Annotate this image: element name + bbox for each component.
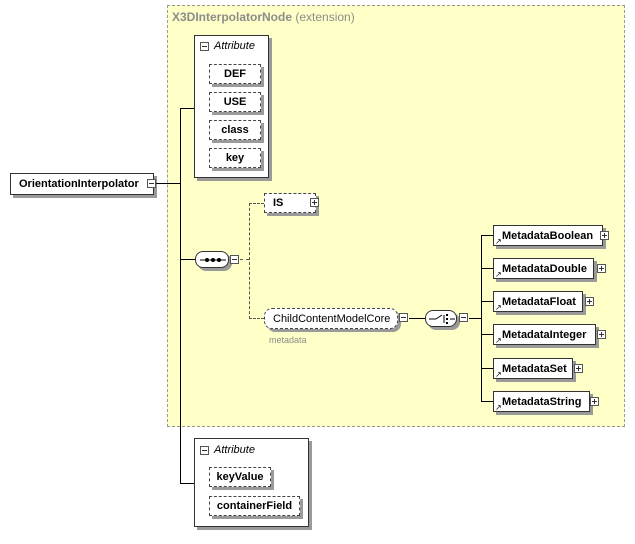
metadata-choice-label: MetadataString <box>502 395 582 408</box>
connector <box>180 108 195 109</box>
connector <box>180 108 181 484</box>
choice-compositor[interactable] <box>425 310 457 327</box>
sequence-icon <box>200 258 226 262</box>
attribute-item[interactable]: class <box>209 120 261 140</box>
connector <box>409 318 425 319</box>
connector <box>481 368 493 369</box>
root-element-label: OrientationInterpolator <box>19 178 139 190</box>
attribute-item-label: key <box>225 152 245 164</box>
expand-toggle-icon[interactable] <box>597 264 606 273</box>
connector <box>469 318 481 319</box>
connector <box>481 268 493 269</box>
attribute-group-header: Attribute <box>214 444 255 456</box>
attribute-item-label: containerField <box>216 500 293 512</box>
attribute-item[interactable]: USE <box>209 92 261 112</box>
reference-arrow-icon: ↗ <box>495 336 502 345</box>
expand-toggle-icon[interactable] <box>600 231 609 240</box>
attribute-item[interactable]: keyValue <box>209 467 271 487</box>
collapse-toggle-icon[interactable] <box>230 255 239 264</box>
connector <box>481 235 493 236</box>
connector <box>249 318 264 319</box>
attribute-item[interactable]: key <box>209 148 261 168</box>
connector <box>481 334 493 335</box>
metadata-choice-item[interactable]: MetadataInteger <box>493 324 596 345</box>
child-content-sublabel: metadata <box>269 335 307 345</box>
metadata-choice-label: MetadataFloat <box>502 295 576 308</box>
attribute-item[interactable]: DEF <box>209 64 261 84</box>
metadata-choice-label: MetadataDouble <box>502 262 587 275</box>
connector <box>156 183 180 184</box>
expand-toggle-icon[interactable] <box>597 330 606 339</box>
attribute-item-label: class <box>221 124 249 136</box>
connector <box>240 259 249 260</box>
child-content-group[interactable]: ChildContentModelCore <box>264 308 398 329</box>
root-element[interactable]: OrientationInterpolator <box>10 173 154 195</box>
metadata-choice-item[interactable]: MetadataBoolean <box>493 225 603 246</box>
metadata-choice-label: MetadataSet <box>502 362 567 375</box>
reference-arrow-icon: ↗ <box>495 370 502 379</box>
reference-arrow-icon: ↗ <box>495 237 502 246</box>
reference-arrow-icon: ↗ <box>495 303 502 312</box>
is-element-label: IS <box>273 197 284 209</box>
reference-arrow-icon: ↗ <box>495 270 502 279</box>
connector <box>481 301 493 302</box>
expand-toggle-icon[interactable] <box>585 297 594 306</box>
is-element[interactable]: IS <box>264 193 316 213</box>
attribute-item[interactable]: containerField <box>209 496 300 516</box>
choice-icon <box>429 314 455 324</box>
metadata-choice-label: MetadataInteger <box>502 328 587 341</box>
attribute-item-label: DEF <box>224 68 246 80</box>
collapse-toggle-icon[interactable] <box>147 179 156 188</box>
attribute-group-header: Attribute <box>214 40 255 52</box>
collapse-toggle-icon[interactable] <box>399 313 408 322</box>
connector <box>249 203 264 204</box>
reference-arrow-icon: ↗ <box>495 403 502 412</box>
metadata-choice-label: MetadataBoolean <box>502 229 594 242</box>
collapse-toggle-icon[interactable] <box>200 446 209 455</box>
connector <box>180 259 195 260</box>
metadata-choice-item[interactable]: MetadataDouble <box>493 258 594 279</box>
expand-toggle-icon[interactable] <box>590 397 599 406</box>
collapse-toggle-icon[interactable] <box>459 313 468 322</box>
child-content-label: ChildContentModelCore <box>273 312 391 325</box>
metadata-choice-item[interactable]: MetadataSet <box>493 358 573 379</box>
connector <box>481 401 493 402</box>
collapse-toggle-icon[interactable] <box>200 42 209 51</box>
extension-title: X3DInterpolatorNode (extension) <box>172 10 355 24</box>
sequence-compositor[interactable] <box>195 251 229 268</box>
connector <box>481 235 482 402</box>
attribute-item-label: keyValue <box>216 471 264 483</box>
expand-toggle-icon[interactable] <box>310 198 319 207</box>
attribute-item-label: USE <box>223 96 247 108</box>
metadata-choice-item[interactable]: MetadataFloat <box>493 291 583 312</box>
expand-toggle-icon[interactable] <box>574 364 583 373</box>
metadata-choice-item[interactable]: MetadataString <box>493 391 590 412</box>
extension-base-name: X3DInterpolatorNode <box>172 10 293 24</box>
connector <box>180 483 195 484</box>
connector <box>249 203 250 319</box>
extension-suffix: (extension) <box>295 10 355 24</box>
